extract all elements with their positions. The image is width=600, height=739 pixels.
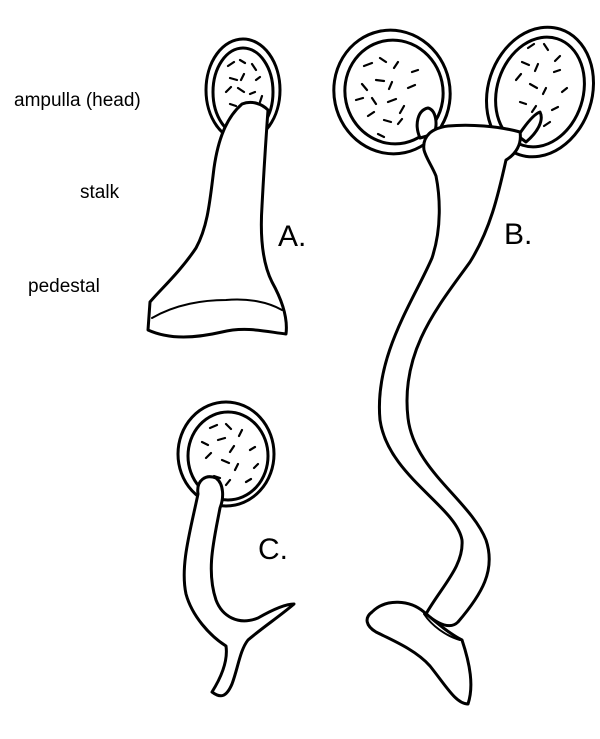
- figure-a-pedestal-rim: [151, 298, 283, 319]
- figure-b-stalk: [377, 123, 522, 628]
- label-ampulla: ampulla (head): [14, 90, 141, 111]
- figure-b-pedestal-joint: [423, 613, 461, 641]
- label-stalk: stalk: [80, 182, 120, 203]
- figure-label-c: C.: [258, 533, 288, 566]
- figure-c: [176, 400, 296, 698]
- figure-b: [332, 25, 595, 706]
- label-pedestal: pedestal: [28, 276, 100, 297]
- figure-b-pedestal: [365, 600, 473, 706]
- figure-a: [146, 37, 288, 339]
- figure-b-ampulla-right-inner: [494, 35, 586, 149]
- figure-label-a: A.: [278, 220, 306, 253]
- figure-b-ampulla-left-texture: [354, 56, 420, 139]
- figure-a-stalk: [146, 100, 288, 339]
- figure-label-b: B.: [504, 218, 532, 251]
- figure-c-ampulla-texture: [200, 422, 260, 487]
- figure-c-stalk: [182, 475, 296, 698]
- figure-b-stalk-fork-right: [516, 110, 543, 144]
